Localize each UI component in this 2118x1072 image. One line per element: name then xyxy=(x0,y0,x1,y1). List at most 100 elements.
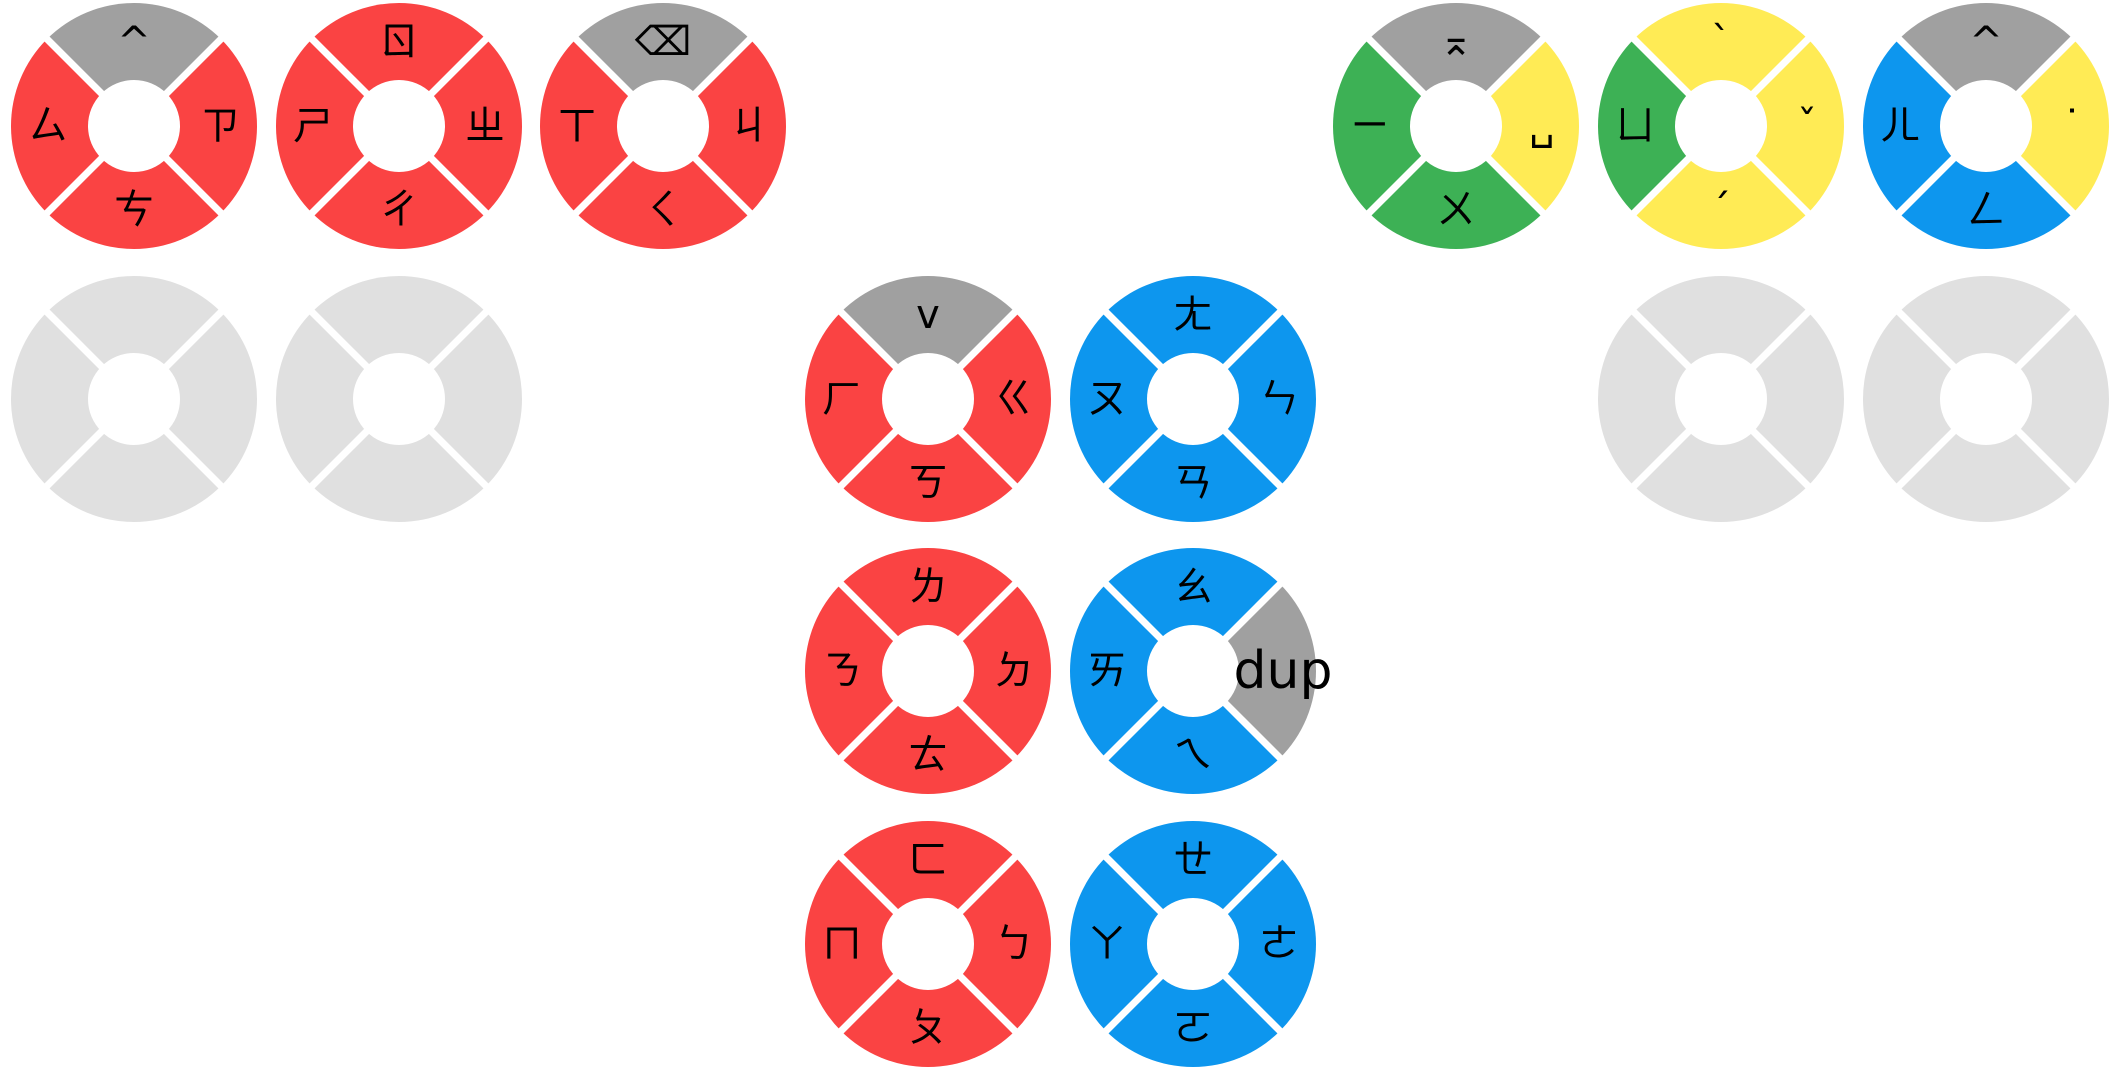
empty-segment-right[interactable] xyxy=(1986,312,2109,486)
key-segment-right[interactable] xyxy=(1456,39,1579,213)
key-segment-top[interactable] xyxy=(841,276,1015,399)
empty-segment-bottom[interactable] xyxy=(47,399,221,522)
key-segment-top[interactable] xyxy=(841,821,1015,944)
key-segment-left[interactable] xyxy=(1598,39,1721,213)
key-label-left: ㄏ xyxy=(822,376,862,422)
key-label-left: ㄞ xyxy=(1087,648,1127,694)
key-segment-left[interactable] xyxy=(1070,857,1193,1031)
key-segment-bottom[interactable] xyxy=(576,126,750,249)
key-label-bottom: ㄎ xyxy=(908,460,948,506)
pad-center-hole xyxy=(1147,625,1239,717)
pad-empty-3[interactable] xyxy=(1598,275,1844,522)
key-label-top: ^ xyxy=(117,19,151,65)
key-segment-right[interactable] xyxy=(928,312,1051,486)
empty-segment-top[interactable] xyxy=(47,276,221,399)
key-segment-top[interactable] xyxy=(1106,821,1280,944)
key-segment-left[interactable] xyxy=(1863,39,1986,213)
key-label-left: ㄋ xyxy=(822,648,862,694)
pad-center-hole xyxy=(1675,353,1767,445)
key-label-bottom: ㄟ xyxy=(1173,732,1213,778)
key-segment-left[interactable] xyxy=(1070,312,1193,486)
key-label-bottom: ㄥ xyxy=(1966,187,2006,233)
key-segment-right[interactable] xyxy=(1721,39,1844,213)
key-segment-bottom[interactable] xyxy=(1634,126,1808,250)
empty-segment-top[interactable] xyxy=(1634,275,1808,399)
pad-empty-2[interactable] xyxy=(276,276,522,522)
key-segment-bottom[interactable] xyxy=(1106,671,1280,794)
key-segment-left[interactable] xyxy=(540,39,663,213)
key-segment-bottom[interactable] xyxy=(312,126,486,249)
key-segment-top[interactable] xyxy=(1634,2,1808,126)
key-segment-right[interactable] xyxy=(399,39,522,213)
key-segment-bottom[interactable] xyxy=(47,126,221,249)
pad-empty-1[interactable] xyxy=(11,276,257,522)
pad-center-hole xyxy=(882,898,974,990)
key-label-top: ㄈ xyxy=(908,837,948,883)
key-segment-left[interactable] xyxy=(805,312,928,486)
key-segment-right[interactable] xyxy=(1193,584,1316,758)
key-segment-right[interactable] xyxy=(663,39,786,213)
key-segment-top[interactable] xyxy=(1899,3,2073,127)
key-segment-bottom[interactable] xyxy=(1106,399,1280,522)
pad-center-hole xyxy=(617,80,709,172)
empty-segment-bottom[interactable] xyxy=(1899,399,2073,522)
empty-segment-left[interactable] xyxy=(1598,312,1721,486)
empty-segment-left[interactable] xyxy=(1863,312,1986,486)
key-segment-left[interactable] xyxy=(276,39,399,213)
key-segment-top[interactable] xyxy=(1369,3,1543,127)
pad-backspace-j-q-x[interactable]: ⌫ㄐㄑㄒ xyxy=(540,3,786,249)
key-segment-left[interactable] xyxy=(1333,39,1456,213)
empty-segment-top[interactable] xyxy=(1899,276,2073,399)
key-label-right: ㄗ xyxy=(200,103,240,149)
key-segment-top[interactable] xyxy=(1106,548,1280,671)
empty-segment-bottom[interactable] xyxy=(312,399,486,522)
key-segment-top[interactable] xyxy=(1106,276,1280,399)
key-segment-top[interactable] xyxy=(312,3,486,127)
empty-segment-bottom[interactable] xyxy=(1634,399,1808,522)
pad-center-hole xyxy=(88,80,180,172)
key-label-right: ㄍ xyxy=(994,376,1034,422)
key-label-bottom: ˊ xyxy=(1711,187,1731,233)
key-segment-left[interactable] xyxy=(11,39,135,213)
key-segment-top[interactable] xyxy=(576,3,750,127)
pad-center-hole xyxy=(1675,80,1767,172)
empty-segment-right[interactable] xyxy=(399,312,522,486)
key-segment-bottom[interactable] xyxy=(1106,944,1280,1067)
key-label-bottom: ㄑ xyxy=(643,187,683,233)
empty-segment-top[interactable] xyxy=(312,276,486,399)
key-segment-right[interactable] xyxy=(1193,857,1316,1031)
key-segment-bottom[interactable] xyxy=(841,399,1015,522)
key-segment-bottom[interactable] xyxy=(1369,126,1543,249)
key-segment-right[interactable] xyxy=(1193,312,1316,486)
pad-er-eng[interactable]: ^˙ㄥㄦ xyxy=(1863,3,2109,249)
key-segment-right[interactable] xyxy=(928,857,1051,1031)
pad-i-u-space[interactable]: ⌅␣ㄨㄧ xyxy=(1333,3,1579,249)
key-label-left: ㄚ xyxy=(1087,921,1127,967)
key-segment-left[interactable] xyxy=(804,584,928,758)
key-segment-top[interactable] xyxy=(47,2,221,126)
key-segment-bottom[interactable] xyxy=(1899,126,2073,249)
empty-segment-left[interactable] xyxy=(11,312,135,486)
key-segment-top[interactable] xyxy=(841,548,1015,671)
empty-segment-right[interactable] xyxy=(1721,312,1844,486)
pad-s-z-c[interactable]: ^ㄗㄘㄙ xyxy=(11,2,257,249)
key-segment-left[interactable] xyxy=(805,857,928,1031)
key-segment-bottom[interactable] xyxy=(841,671,1015,794)
key-segment-right[interactable] xyxy=(1986,39,2109,213)
key-segment-right[interactable] xyxy=(134,39,257,213)
empty-segment-right[interactable] xyxy=(134,312,257,486)
empty-segment-left[interactable] xyxy=(276,312,399,486)
key-label-left: ㄇ xyxy=(822,921,862,967)
key-segment-right[interactable] xyxy=(928,584,1051,758)
key-segment-left[interactable] xyxy=(1069,584,1193,758)
key-segment-bottom[interactable] xyxy=(841,944,1015,1067)
pad-empty-4[interactable] xyxy=(1863,276,2109,522)
